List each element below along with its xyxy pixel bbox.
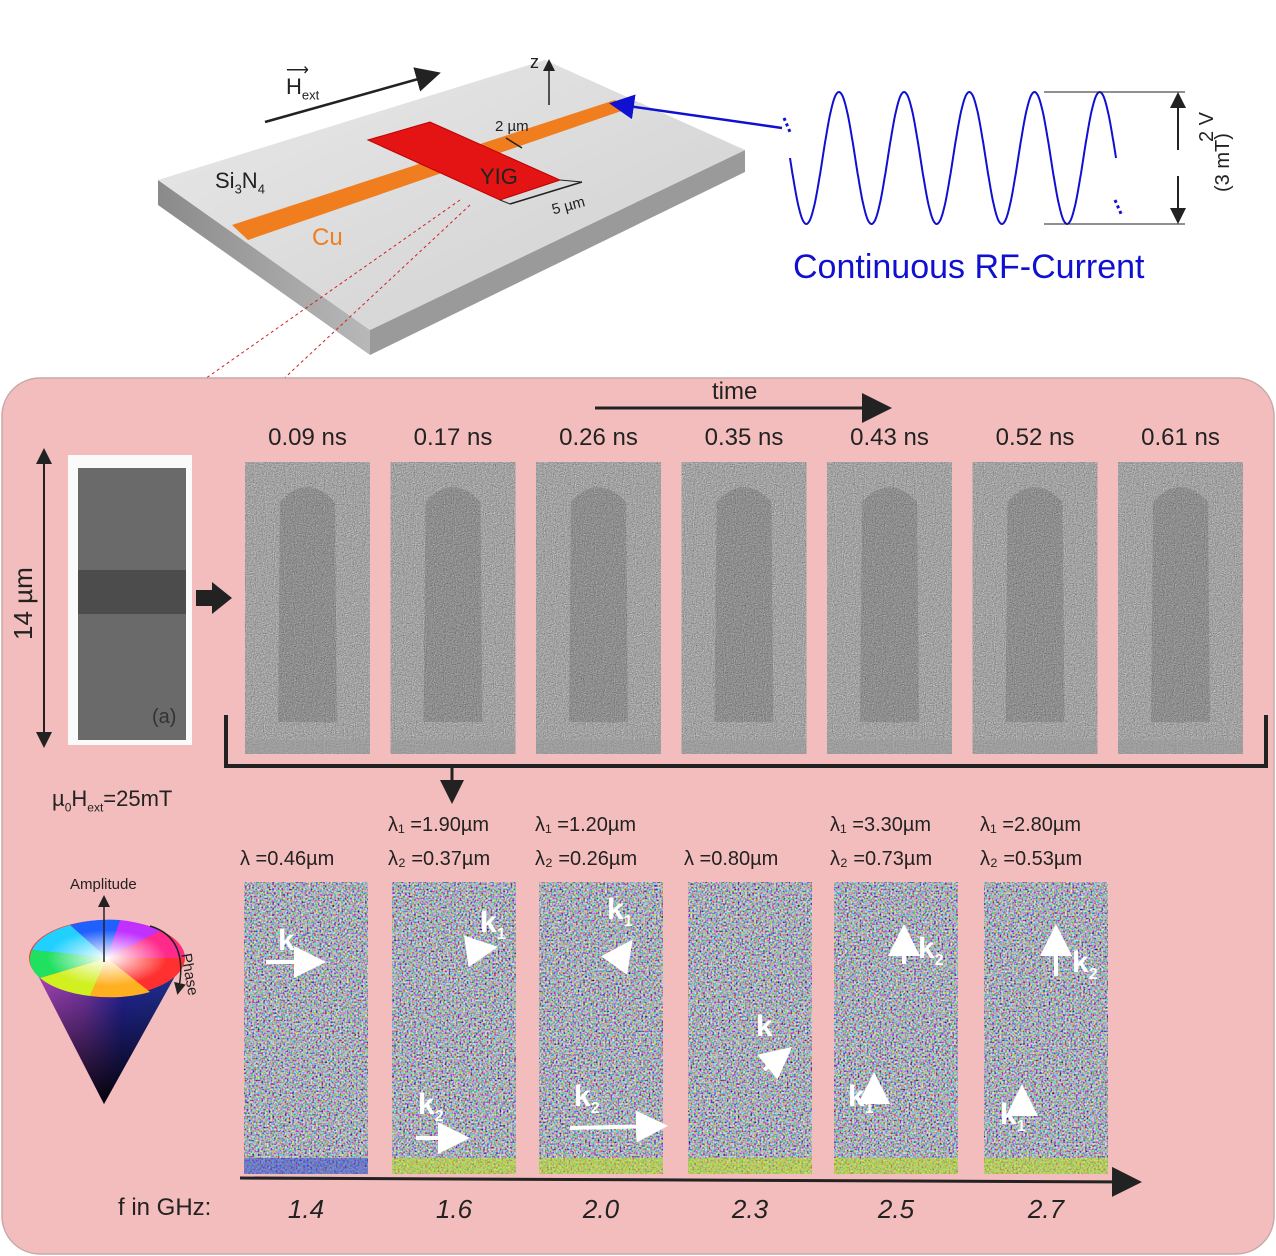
time-frame: [536, 462, 661, 754]
k-label: k2: [918, 932, 944, 969]
time-frame: [1118, 462, 1243, 754]
frequency-map: [244, 882, 368, 1174]
k-label: k2: [418, 1088, 444, 1125]
scan-overview-stripline: [78, 570, 186, 614]
frequency-maps: [244, 882, 1108, 1174]
dim-width-label: 2 µm: [495, 118, 529, 135]
k-label: k1: [480, 906, 506, 943]
rf-diagram: [609, 90, 1186, 226]
k-label: k1: [1000, 1098, 1026, 1135]
z-axis-label: z: [530, 52, 539, 72]
time-frame-label: 0.17 ns: [413, 424, 493, 451]
frequency-map: [688, 882, 812, 1174]
frequency-map: [539, 882, 663, 1174]
time-frame-label: 0.52 ns: [995, 424, 1075, 451]
k-label: k2: [574, 1080, 600, 1117]
time-label: time: [712, 378, 758, 405]
k-label: k1: [848, 1080, 874, 1117]
substrate-label: Si3N4: [215, 168, 265, 197]
time-frame: [827, 462, 952, 754]
panel-label: (a): [152, 706, 177, 728]
rf-caption: Continuous RF-Current: [793, 248, 1145, 286]
color-cone: [29, 895, 186, 1104]
field-label: µ0Hext=25mT: [52, 786, 173, 815]
frequency-value: 2.5: [877, 1194, 915, 1224]
k-vector-arrow: [569, 1110, 668, 1143]
sample-label: YIG: [480, 164, 518, 189]
wavelength-2: λ =0.46µm: [240, 848, 335, 870]
wavelength-2: λ₂ =0.53µm: [980, 848, 1083, 870]
dim-5um-line: [509, 181, 583, 205]
wavelength-1: λ₁ =3.30µm: [830, 814, 932, 836]
time-frame-label: 0.35 ns: [704, 424, 784, 451]
wavelength-1: λ₁ =1.20µm: [535, 814, 637, 836]
wavelength-1: λ₁ =1.90µm: [388, 814, 490, 836]
frequency-value: 2.7: [1027, 1194, 1065, 1224]
rf-feed-arrow: [609, 94, 783, 130]
color-wheel-top: [29, 919, 185, 998]
setup-diagram: [77, 59, 745, 469]
time-frame: [681, 462, 807, 754]
k-label: k2: [1072, 946, 1098, 983]
h-ext-label: ⟶ Hext: [286, 62, 320, 103]
time-frame-label: 0.43 ns: [850, 424, 929, 451]
slab-top-face: [158, 60, 745, 330]
k-label: k: [278, 924, 295, 957]
rf-field-label: (3 mT): [1212, 133, 1234, 192]
frequency-map: [984, 882, 1108, 1174]
time-frame-label: 0.09 ns: [268, 424, 347, 451]
frequency-map: [834, 882, 958, 1174]
time-frame: [245, 462, 370, 754]
dim-2um-line: [505, 137, 523, 149]
time-frame-label: 0.26 ns: [559, 424, 638, 451]
wavelength-2: λ₂ =0.73µm: [830, 848, 933, 870]
wavelength-2: λ₂ =0.26µm: [535, 848, 638, 870]
time-frame-label: 0.61 ns: [1141, 424, 1220, 451]
frequency-value: 1.6: [435, 1194, 473, 1224]
scan-to-frames-arrow: [196, 582, 232, 614]
rf-sine-wave: [789, 90, 1117, 226]
frequency-axis-arrow: [239, 1166, 1142, 1197]
k-vector-arrow: [463, 935, 498, 968]
time-frame: [390, 462, 516, 754]
wavelength-2: λ =0.80µm: [684, 848, 779, 870]
k-vector-arrow: [601, 939, 633, 975]
zoom-line-right: [187, 204, 471, 469]
frequency-axis-label: f in GHz:: [118, 1194, 212, 1221]
k-label: k: [756, 1010, 773, 1043]
frequency-value: 2.0: [582, 1194, 620, 1224]
h-ext-arrow: [264, 67, 441, 124]
copper-stripline: [232, 100, 630, 240]
time-frame: [972, 462, 1098, 754]
time-frames: [245, 462, 1243, 754]
stripline-label: Cu: [312, 224, 343, 251]
slab-right-face: [370, 150, 745, 355]
phase-arrow: [149, 925, 186, 995]
bracket-line: [224, 715, 1268, 768]
wavelength-2: λ₂ =0.37µm: [388, 848, 491, 870]
size-label: 14 µm: [8, 567, 38, 640]
frequency-value: 2.3: [731, 1194, 769, 1224]
frequency-value: 1.4: [287, 1194, 325, 1224]
k-label: k1: [607, 893, 633, 930]
wavelength-1: λ₁ =2.80µm: [980, 814, 1082, 836]
k-vector-arrow: [757, 1046, 793, 1080]
slab-front-face: [158, 180, 370, 355]
amplitude-label: Amplitude: [70, 876, 137, 893]
